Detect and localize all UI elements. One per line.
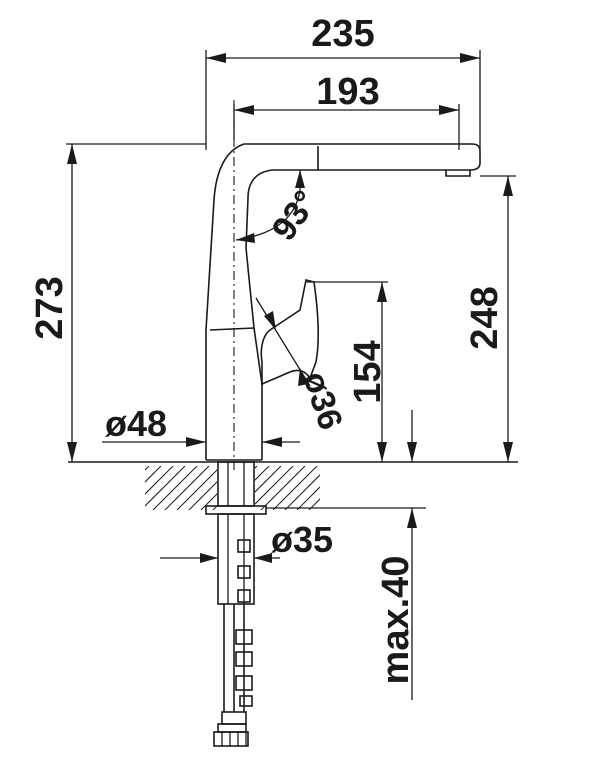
total-height-label: 273 <box>29 276 71 339</box>
dimension-base-diameter: ø48 <box>102 403 300 447</box>
dimension-max-thickness: max.40 <box>266 410 426 700</box>
countertop-section <box>145 464 320 512</box>
mounting-shank <box>205 461 267 605</box>
dimension-shank-diameter: ø35 <box>160 519 333 563</box>
dimension-total-height: 273 <box>29 143 206 462</box>
supply-hoses <box>213 604 253 747</box>
faucet-body <box>205 143 481 461</box>
total-width-label: 235 <box>311 13 374 55</box>
dimension-spout-height: 248 <box>464 175 516 462</box>
dimension-lever-height: 154 <box>306 281 389 462</box>
max-thickness-label: max.40 <box>375 556 417 685</box>
lever-diameter-label: ø36 <box>295 367 349 434</box>
dimension-total-width: 235 <box>205 13 481 150</box>
shank-diameter-label: ø35 <box>271 519 333 560</box>
swivel-angle-label: 93° <box>265 184 326 248</box>
base-diameter-label: ø48 <box>105 403 167 444</box>
spout-reach-label: 193 <box>316 71 379 113</box>
dimension-swivel-angle: 93° <box>235 169 326 248</box>
lever-height-label: 154 <box>347 340 389 403</box>
dimension-spout-reach: 193 <box>233 71 460 150</box>
dimension-lever-diameter: ø36 <box>255 297 350 434</box>
spout-height-label: 248 <box>464 286 506 349</box>
lever-handle <box>260 279 319 386</box>
